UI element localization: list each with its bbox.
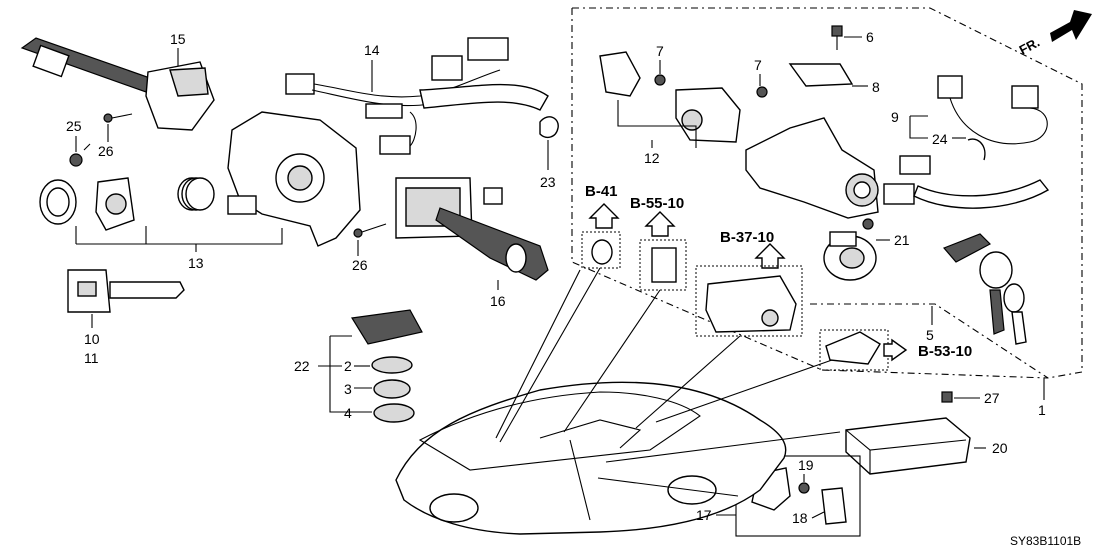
callout-7a: 7 — [656, 43, 664, 59]
callout-19: 19 — [798, 457, 814, 473]
keyless-remote-parts — [351, 309, 423, 423]
wire-harness-9 — [883, 75, 1050, 209]
control-unit-20 — [845, 391, 971, 475]
ignition-lock-cylinders — [599, 51, 741, 148]
front-arrow-icon: FR. — [1017, 10, 1092, 58]
ref-label-b3710: B-37-10 — [720, 229, 774, 246]
callout-20: 20 — [992, 440, 1008, 456]
callout-22: 22 — [294, 358, 310, 374]
combination-switch-body — [227, 111, 361, 247]
ignition-cylinder-21 — [823, 218, 877, 281]
sensor-18 — [821, 487, 847, 525]
key-set — [942, 233, 1027, 345]
steering-lock-assembly — [745, 117, 879, 219]
callout-8: 8 — [872, 79, 880, 95]
callout-25: 25 — [66, 118, 82, 134]
callout-10: 10 — [84, 331, 100, 347]
ref-b5310-group — [819, 329, 908, 371]
wiper-switch — [395, 177, 549, 281]
callout-2: 2 — [344, 358, 352, 374]
callout-23: 23 — [540, 174, 556, 190]
bolt-6 — [831, 25, 843, 50]
callout-6: 6 — [866, 29, 874, 45]
turn-signal-switch — [20, 37, 215, 131]
ref-label-b41: B-41 — [585, 183, 618, 200]
screws-7 — [654, 74, 768, 98]
clip-23 — [539, 116, 559, 139]
wire-harness-14 — [285, 37, 549, 155]
callout-21: 21 — [894, 232, 910, 248]
callout-27: 27 — [984, 390, 1000, 406]
callout-9: 9 — [891, 109, 899, 125]
callout-7b: 7 — [754, 57, 762, 73]
ref-b3710-group — [695, 243, 803, 337]
reference-labels: B-41 B-55-10 B-37-10 B-53-10 — [585, 183, 972, 360]
ref-b5510-group — [639, 211, 687, 291]
ref-label-b5510: B-55-10 — [630, 195, 684, 212]
callout-13: 13 — [188, 255, 204, 271]
ref-label-b5310: B-53-10 — [918, 343, 972, 360]
callout-14: 14 — [364, 42, 380, 58]
assembly-outline — [571, 7, 1083, 379]
clamp-8 — [788, 63, 854, 87]
front-label: FR. — [1017, 34, 1043, 57]
callout-18: 18 — [792, 510, 808, 526]
screw-26-left — [103, 113, 133, 123]
screw-26-right — [353, 223, 387, 238]
callout-26-right: 26 — [352, 257, 368, 273]
callout-15: 15 — [170, 31, 186, 47]
screw-25 — [69, 153, 83, 167]
callout-17: 17 — [696, 507, 712, 523]
car-body-outline — [395, 381, 787, 535]
diagram-code: SY83B1101B — [1010, 534, 1081, 548]
callout-24: 24 — [932, 131, 948, 147]
callout-1: 1 — [1038, 402, 1046, 418]
callout-16: 16 — [490, 293, 506, 309]
callout-12: 12 — [644, 150, 660, 166]
callout-5: 5 — [926, 327, 934, 343]
callout-3: 3 — [344, 381, 352, 397]
callout-4: 4 — [344, 405, 352, 421]
reel-parts — [39, 177, 215, 231]
callout-numbers: 1 2 3 4 5 6 7 7 8 9 10 11 12 13 14 15 16… — [66, 29, 1046, 526]
ref-b41-group — [581, 203, 621, 269]
callout-11: 11 — [84, 350, 99, 366]
ignition-key — [67, 269, 185, 313]
leader-lines — [495, 267, 841, 497]
screw-19 — [798, 482, 810, 494]
callout-26-left: 26 — [98, 143, 114, 159]
